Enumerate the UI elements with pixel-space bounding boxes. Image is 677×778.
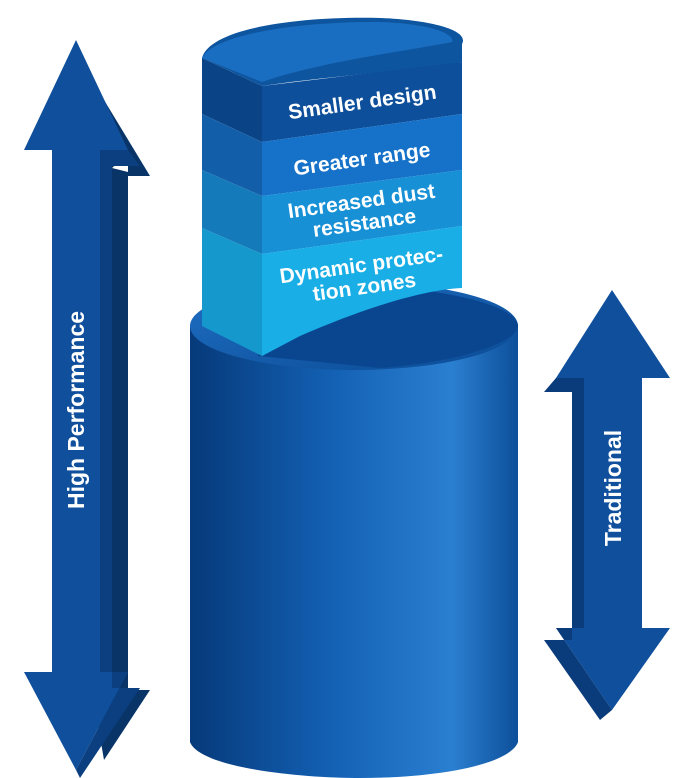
layer-3-side bbox=[202, 170, 262, 254]
traditional-arrow: Traditional bbox=[544, 290, 670, 720]
traditional-arrow-body bbox=[556, 290, 670, 710]
layer-4-side bbox=[202, 228, 262, 356]
high-performance-arrow-depth bbox=[92, 100, 150, 760]
high-performance-label: High Performance bbox=[63, 311, 89, 509]
feature-stack: Smaller design Greater range Increased d… bbox=[202, 17, 464, 356]
high-performance-arrow-shade bbox=[76, 150, 140, 778]
high-performance-arrow-body bbox=[24, 40, 128, 770]
high-performance-arrow: High Performance bbox=[24, 40, 150, 778]
traditional-arrow-shade bbox=[544, 378, 612, 720]
layer-4-front bbox=[262, 226, 462, 356]
traditional-label: Traditional bbox=[600, 430, 626, 546]
cylinder-body bbox=[190, 326, 518, 778]
layer-1-front bbox=[262, 62, 462, 142]
layer-2-front bbox=[262, 114, 462, 196]
stack-top-cap-light bbox=[202, 22, 453, 82]
traditional-cylinder bbox=[190, 282, 518, 778]
layer-2-side bbox=[202, 114, 262, 196]
